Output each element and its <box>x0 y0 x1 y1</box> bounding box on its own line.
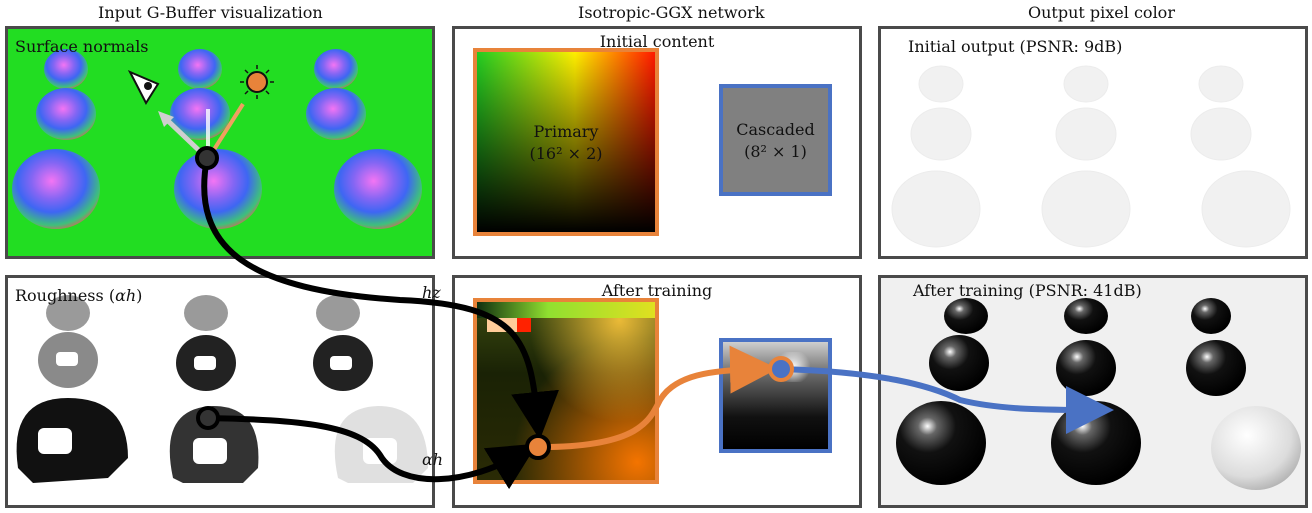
primary-encoding-name: Primary <box>533 122 599 141</box>
initial-output-label: Initial output (PSNR: 9dB) <box>908 37 1123 56</box>
hz-arrow <box>201 157 559 440</box>
roughness-label-suffix: ) <box>136 286 143 305</box>
roughness-symbol: αh <box>115 286 137 305</box>
alpha-arrow-label: αh <box>422 450 444 469</box>
trained-output-image <box>896 298 1301 490</box>
primary-to-cascaded-arrow <box>549 345 778 450</box>
primary-sample-point <box>525 434 551 460</box>
sun-icon <box>240 65 274 99</box>
roughness-label: Roughness (αh) <box>15 286 142 305</box>
initial-content-panel: Initial content Primary (16² × 2) Cascad… <box>452 26 862 259</box>
roughness-sample-point <box>196 406 220 430</box>
trained-output-panel: After training (PSNR: 41dB) <box>878 275 1308 508</box>
alpha-arrow <box>207 415 538 490</box>
initial-output-image <box>891 65 1291 248</box>
primary-encoding-dims: (16² × 2) <box>529 144 603 163</box>
cascaded-encoding-name: Cascaded <box>736 120 815 139</box>
cascaded-sample-point <box>768 356 794 382</box>
after-training-network-label: After training <box>601 281 713 300</box>
cascaded-encoding-dims: (8² × 1) <box>744 142 807 161</box>
roughness-panel: Roughness (αh) <box>5 275 435 508</box>
cascaded-to-output-arrow <box>780 366 1114 434</box>
column-title-output: Output pixel color <box>1028 3 1175 22</box>
roughness-label-prefix: Roughness ( <box>15 286 116 305</box>
trained-output-label: After training (PSNR: 41dB) <box>913 281 1142 300</box>
eye-icon <box>127 69 160 106</box>
initial-content-label: Initial content <box>599 32 715 51</box>
surface-normals-panel: Surface normals <box>5 26 435 259</box>
cascaded-encoding-initial: Cascaded (8² × 1) <box>719 84 832 196</box>
roughness-image <box>16 295 428 483</box>
surface-normals-label: Surface normals <box>15 37 149 56</box>
normal-sample-point <box>195 146 219 170</box>
column-title-input: Input G-Buffer visualization <box>98 3 323 22</box>
initial-output-panel: Initial output (PSNR: 9dB) <box>878 26 1308 259</box>
column-title-network: Isotropic-GGX network <box>578 3 765 22</box>
primary-encoding-initial: Primary (16² × 2) <box>473 48 659 236</box>
hz-arrow-label: hz <box>422 283 441 302</box>
